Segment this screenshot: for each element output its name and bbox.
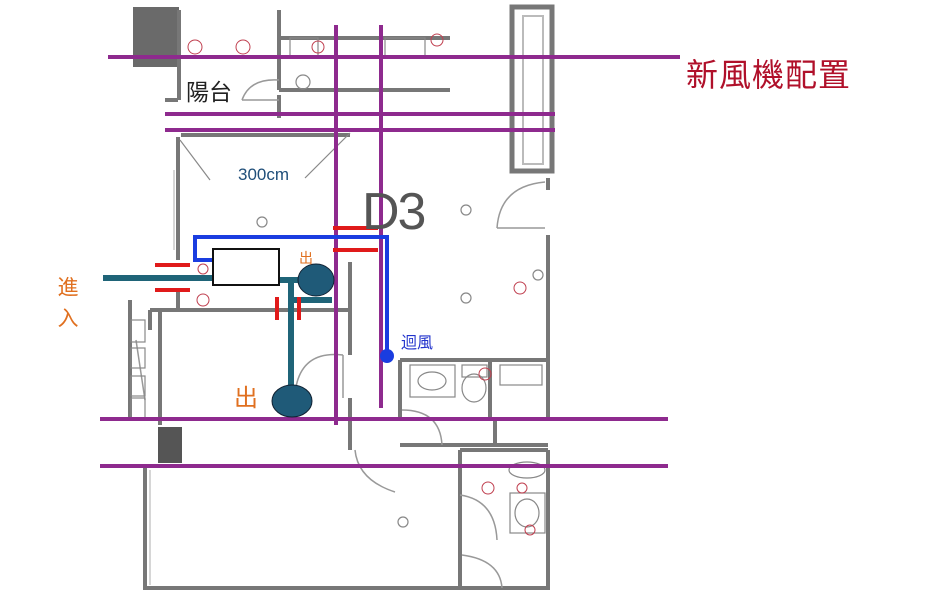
- return-air-grille: [380, 349, 394, 363]
- stove: [289, 37, 319, 57]
- outlet-diffuser-1: [297, 263, 335, 297]
- washbasin: [409, 364, 456, 398]
- dampers: [155, 226, 378, 320]
- toilet-2: [508, 461, 546, 479]
- dimension-label: 300cm: [238, 165, 290, 184]
- toilet: [461, 364, 488, 378]
- guide-lines: [100, 25, 680, 468]
- outlet-label-small: 出: [299, 251, 313, 267]
- washbasin-2: [509, 492, 546, 534]
- outlet-diffuser-2: [271, 384, 313, 418]
- annotation-marks: [187, 33, 536, 536]
- return-air-label: 迴風: [401, 333, 434, 352]
- fresh-air-unit: [212, 248, 280, 286]
- fixtures: [130, 37, 546, 585]
- door-swings: [135, 79, 546, 589]
- unit-label: D3: [362, 183, 427, 241]
- return-duct-line: [193, 235, 389, 350]
- intake-label: 進入: [55, 276, 79, 338]
- column-left: [158, 427, 182, 463]
- return-duct: [193, 235, 394, 363]
- supply-duct: [103, 275, 332, 390]
- diagram-title: 新風機配置: [686, 56, 852, 94]
- duct-shaft-right: [509, 4, 555, 174]
- balcony-label: 陽台: [186, 80, 232, 106]
- outlet-label-large: 出: [234, 384, 258, 412]
